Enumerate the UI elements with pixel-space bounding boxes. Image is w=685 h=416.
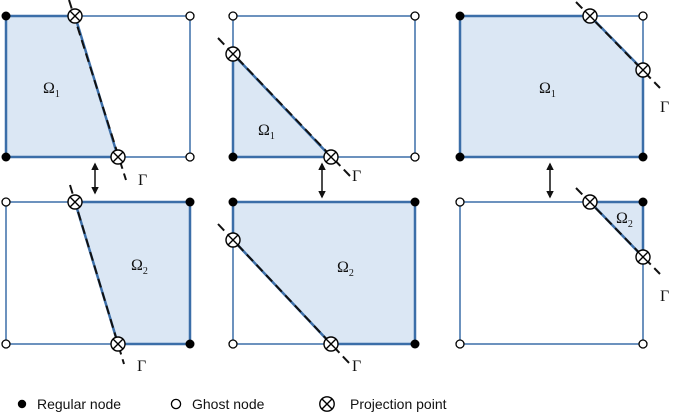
projection-point	[67, 8, 83, 24]
panel-2-top: Ω1 Γ	[217, 11, 420, 185]
regular-node	[1, 11, 11, 21]
cell-frame	[459, 201, 644, 345]
regular-node	[228, 152, 238, 162]
regular-node	[410, 339, 420, 349]
panel-3-top: Ω1 Γ	[455, 1, 669, 162]
region-border	[458, 14, 645, 159]
projection-point	[582, 8, 598, 24]
ghost-node	[1, 197, 11, 207]
legend-ghost-node: Ghost node	[170, 393, 264, 415]
ghost-node	[455, 339, 465, 349]
regular-node	[1, 152, 11, 162]
projection-point	[582, 194, 598, 210]
projection-point	[323, 149, 339, 165]
regular-node	[228, 197, 238, 207]
legend-projection-point: Projection point	[318, 393, 447, 415]
ghost-node	[185, 152, 195, 162]
region-omega-1	[460, 16, 643, 157]
ghost-node	[228, 339, 238, 349]
region-label: Ω2	[131, 257, 148, 277]
regular-node	[638, 152, 648, 162]
regular-node	[455, 152, 465, 162]
gamma-label: Γ	[352, 168, 361, 185]
ghost-node	[228, 11, 238, 21]
regular-node	[185, 339, 195, 349]
legend-regular-node: Regular node	[17, 393, 121, 415]
projection-point	[67, 194, 83, 210]
ghost-node	[638, 339, 648, 349]
gamma-label: Γ	[138, 172, 147, 189]
gamma-label: Γ	[352, 358, 361, 375]
projection-point	[635, 249, 651, 265]
ghost-node	[638, 11, 648, 21]
panel-1-bottom: Ω2 Γ	[1, 184, 195, 375]
projection-point	[110, 336, 126, 352]
region-border	[231, 53, 334, 159]
region-label: Ω2	[337, 259, 354, 279]
region-omega-2	[75, 202, 190, 344]
regular-node	[455, 11, 465, 21]
circled-x-icon	[319, 396, 335, 412]
legend-label: Regular node	[37, 396, 122, 412]
legend-label: Ghost node	[192, 396, 265, 412]
region-label: Ω1	[258, 122, 275, 142]
regular-node	[410, 197, 420, 207]
gamma-label: Γ	[660, 99, 669, 116]
projection-point	[635, 62, 651, 78]
projection-point	[225, 232, 241, 248]
regular-node	[185, 197, 195, 207]
panel-2-bottom: Ω2 Γ	[217, 197, 420, 375]
panel-3-bottom: Ω2 Γ	[455, 187, 669, 349]
open-circle-icon	[170, 398, 182, 410]
ghost-node	[410, 11, 420, 21]
region-label: Ω1	[539, 80, 556, 100]
regular-node	[638, 197, 648, 207]
ghost-node	[185, 11, 195, 21]
ghost-node	[1, 339, 11, 349]
projection-point	[110, 149, 126, 165]
ghost-node	[410, 152, 420, 162]
gamma-label: Γ	[137, 358, 146, 375]
region-label: Ω1	[43, 80, 60, 100]
interface-line	[69, 184, 125, 365]
panel-1-top: Ω1 Γ	[1, 0, 195, 189]
ghost-node	[455, 197, 465, 207]
region-omega-2	[233, 202, 415, 344]
region-label: Ω2	[616, 210, 633, 230]
legend-label: Projection point	[350, 396, 447, 412]
projection-point	[323, 336, 339, 352]
filled-circle-icon	[17, 399, 27, 409]
gamma-label: Γ	[660, 288, 669, 305]
region-omega-1	[6, 16, 118, 157]
projection-point	[225, 46, 241, 62]
